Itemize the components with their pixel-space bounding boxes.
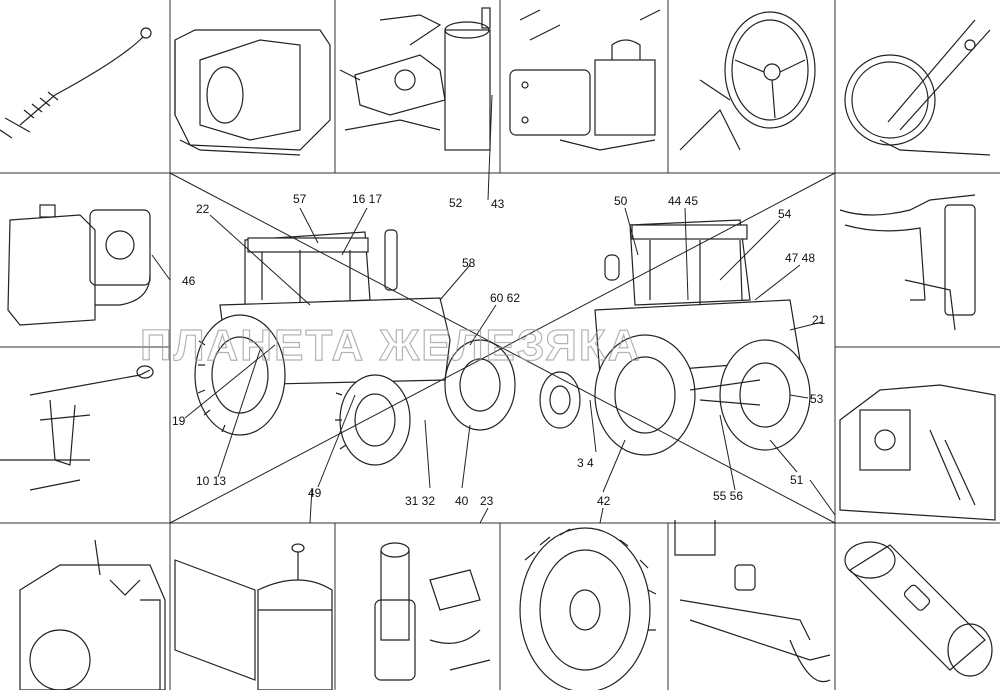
callout-50: 50: [614, 194, 628, 208]
clutch-flywheel-sketch: [844, 19, 991, 156]
callout-47-48: 47 48: [785, 251, 815, 265]
linkage-arm-sketch: [0, 365, 154, 491]
callout-58: 58: [462, 256, 476, 270]
rear-hitch-sketch: [839, 384, 996, 521]
leader-lines: [151, 94, 836, 524]
tractor-front-view: [194, 229, 516, 466]
callout-40: 40: [455, 494, 469, 508]
callout-31-32: 31 32: [405, 494, 435, 508]
callout-10-13: 10 13: [196, 474, 226, 488]
callout-labels: 22 57 16 17 52 43 50 44 45 54 47 48 21 5…: [172, 192, 826, 508]
callout-16-17: 16 17: [352, 192, 382, 206]
air-filter-sketch: [374, 542, 491, 681]
callout-44-45: 44 45: [668, 194, 698, 208]
gear-lever-sketch: [0, 27, 152, 139]
fuel-tank-sketch: [174, 543, 333, 690]
callout-43: 43: [491, 197, 505, 211]
callout-23: 23: [480, 494, 494, 508]
callout-57: 57: [293, 192, 307, 206]
callout-46: 46: [182, 274, 196, 288]
callout-52: 52: [449, 196, 463, 210]
callout-55-56: 55 56: [713, 489, 743, 503]
rear-wheel-sketch: [519, 527, 657, 690]
callout-51: 51: [790, 473, 804, 487]
callout-54: 54: [778, 207, 792, 221]
callout-22: 22: [196, 202, 210, 216]
callout-19: 19: [172, 414, 186, 428]
callout-53: 53: [810, 392, 824, 406]
transmission-sketch: [19, 539, 166, 690]
callout-21: 21: [812, 313, 826, 327]
hydraulic-lines-sketch: [839, 194, 976, 331]
cardan-shaft-sketch: [844, 541, 993, 677]
callout-60-62: 60 62: [490, 291, 520, 305]
watermark-text: ПЛАНЕТА ЖЕЛЕЗЯКА: [140, 321, 642, 370]
front-axle-link-sketch: [674, 520, 831, 683]
brake-reservoir-sketch: [509, 9, 661, 151]
steering-pump-sketch: [339, 7, 491, 151]
callout-42: 42: [597, 494, 611, 508]
gearbox-pump-sketch: [7, 204, 151, 326]
callout-49: 49: [308, 486, 322, 500]
tractor-rear-view: [539, 219, 811, 456]
callout-3-4: 3 4: [577, 456, 594, 470]
hydraulic-tank-sketch: [174, 29, 331, 156]
steering-wheel-sketch: [679, 11, 816, 151]
